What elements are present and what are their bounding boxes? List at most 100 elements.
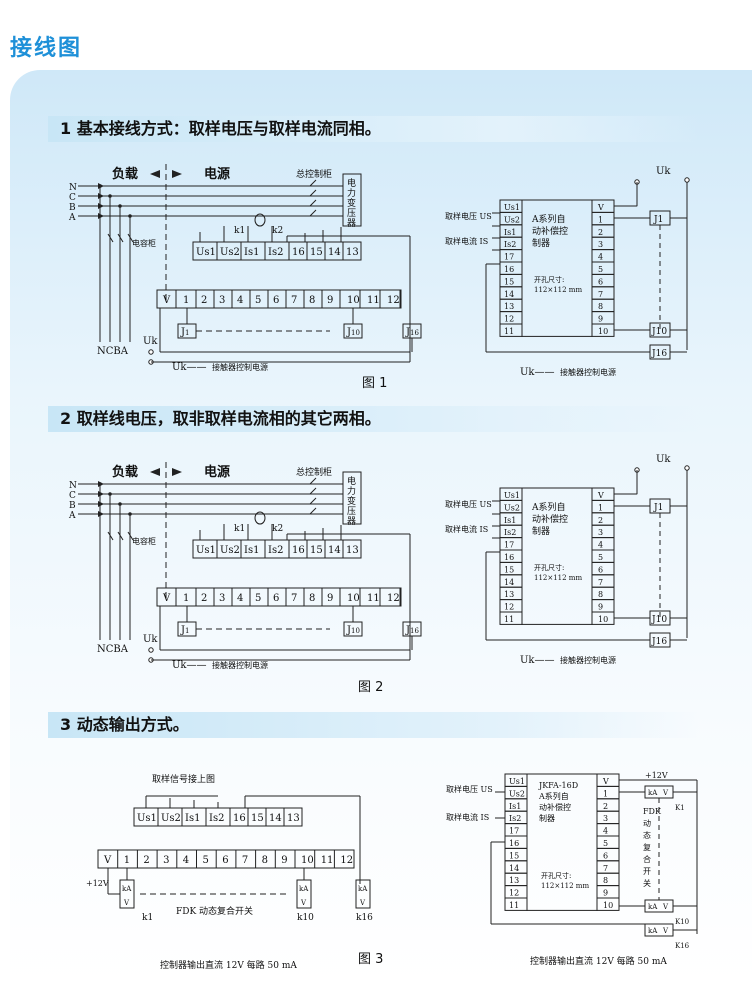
right-terminal-label: 9	[603, 889, 608, 898]
controller-name-line: 制器	[539, 813, 555, 823]
uk-legend: Uk——	[172, 362, 207, 373]
kv-label: kA	[299, 885, 309, 893]
capacitor-label: 电容柜	[132, 536, 156, 546]
k1-label: k1	[234, 226, 245, 236]
left-terminal-label: 17	[509, 827, 519, 836]
phase-label: B	[69, 501, 76, 511]
transformer-char: 电	[347, 177, 356, 189]
k-label: k1	[142, 913, 153, 923]
left-terminal-label: 12	[509, 889, 519, 898]
output-terminal-label: 12	[387, 295, 400, 306]
controller-name-line: A系列自	[538, 791, 569, 801]
terminal-label: 14	[269, 813, 282, 824]
output-terminal-label: 2	[201, 295, 207, 306]
right-terminal-label: 8	[603, 876, 608, 885]
sample-note: 取样信号接上图	[152, 773, 215, 785]
right-terminal-label: 3	[598, 528, 603, 537]
junction-dot	[108, 194, 112, 198]
output-terminal-label: V	[162, 295, 171, 306]
right-terminal-label: 3	[598, 240, 603, 249]
relay-label: J10	[346, 625, 360, 636]
terminal-label: Us1	[196, 247, 216, 258]
transformer-char: 变	[347, 197, 356, 209]
kv-label: kA	[648, 903, 658, 911]
wire	[309, 189, 317, 197]
right-terminal-label: 5	[603, 839, 608, 848]
k-label: K10	[675, 918, 689, 926]
transformer-char: 力	[347, 187, 356, 199]
right-terminal-label: 10	[603, 901, 613, 910]
left-terminal-label: Is1	[504, 516, 516, 525]
terminal-label: Us2	[220, 545, 240, 556]
fdk-vertical-char: 合	[643, 854, 651, 864]
wire	[107, 531, 114, 541]
output-strip	[97, 849, 355, 869]
phase-bottom-label: NCBA	[97, 644, 129, 655]
right-terminal-cell	[596, 897, 620, 911]
output-note: 控制器输出直流 12V 每路 50 mA	[160, 959, 297, 971]
output-terminal-label: 2	[143, 855, 149, 866]
terminal-cell	[283, 807, 303, 827]
output-note: 控制器输出直流 12V 每路 50 mA	[530, 955, 667, 967]
power-label: 电源	[204, 166, 230, 182]
relay-label: J10	[346, 327, 360, 338]
hole-size-line: 112×112 mm	[534, 286, 582, 294]
capacitor-label: 电容柜	[132, 238, 156, 248]
junction-dot	[118, 502, 122, 506]
right-terminal-label: 8	[598, 590, 603, 599]
wire	[309, 179, 317, 187]
output-terminal-label: 1	[183, 593, 189, 604]
sample-current-label: 取样电流 IS	[446, 812, 489, 822]
terminal-ring	[148, 349, 154, 355]
terminal-label: 13	[346, 545, 359, 556]
output-terminal-label: 7	[291, 593, 297, 604]
fdk-vertical-char: 开	[643, 867, 651, 876]
kv-label: kA	[648, 927, 658, 935]
output-terminal-label: 9	[327, 593, 333, 604]
left-terminal-label: 17	[504, 253, 514, 262]
sample-current-label: 取样电流 IS	[445, 236, 488, 246]
uk-note: 接触器控制电源	[212, 660, 268, 670]
terminal-label: Is1	[244, 247, 259, 258]
left-terminal-label: 13	[504, 590, 514, 599]
controller-name-line: A系列自	[531, 213, 566, 225]
phase-label: N	[69, 481, 77, 491]
arrow-marker	[98, 203, 104, 209]
terminal-label: 16	[292, 247, 305, 258]
output-terminal-label: V	[162, 593, 171, 604]
phase-label: A	[68, 511, 76, 521]
wire	[309, 209, 317, 217]
terminal-ring	[684, 177, 690, 183]
terminal-label: 15	[251, 813, 264, 824]
right-terminal-label: 4	[598, 541, 603, 550]
output-terminal-label: 1	[183, 295, 189, 306]
output-terminal-label: 4	[237, 295, 243, 306]
output-terminal-label: 8	[309, 295, 315, 306]
kv-label: kA	[358, 885, 368, 893]
terminal-label: 14	[328, 247, 341, 258]
hole-size-line: 112×112 mm	[541, 882, 589, 890]
fdk-vertical-char: 复	[643, 842, 651, 852]
controller-name-line: JKFA-16D	[538, 781, 578, 790]
k-label: K1	[675, 804, 685, 812]
right-terminal-label: 10	[598, 327, 608, 336]
left-terminal-label: Is2	[509, 814, 521, 823]
uk-label: Uk	[656, 166, 671, 177]
section-heading-3: 3 动态输出方式。	[48, 712, 700, 738]
left-terminal-label: 15	[504, 565, 514, 574]
fdk-vertical-char: 动	[643, 818, 651, 828]
figure-caption-1: 图 1	[362, 376, 388, 391]
relay-label: J1	[180, 327, 189, 338]
right-terminal-label: 10	[598, 615, 608, 624]
controller-name-line: 制器	[532, 525, 550, 537]
terminal-label: Is2	[268, 545, 283, 556]
junction-dot	[128, 512, 132, 516]
kv-label: V	[359, 899, 366, 907]
arrow-right	[172, 468, 182, 476]
right-terminal-label: 7	[603, 864, 608, 873]
left-terminal-label: 17	[504, 541, 514, 550]
k2-label: k2	[272, 226, 283, 236]
wire	[127, 531, 134, 541]
k-label: k10	[297, 913, 314, 923]
